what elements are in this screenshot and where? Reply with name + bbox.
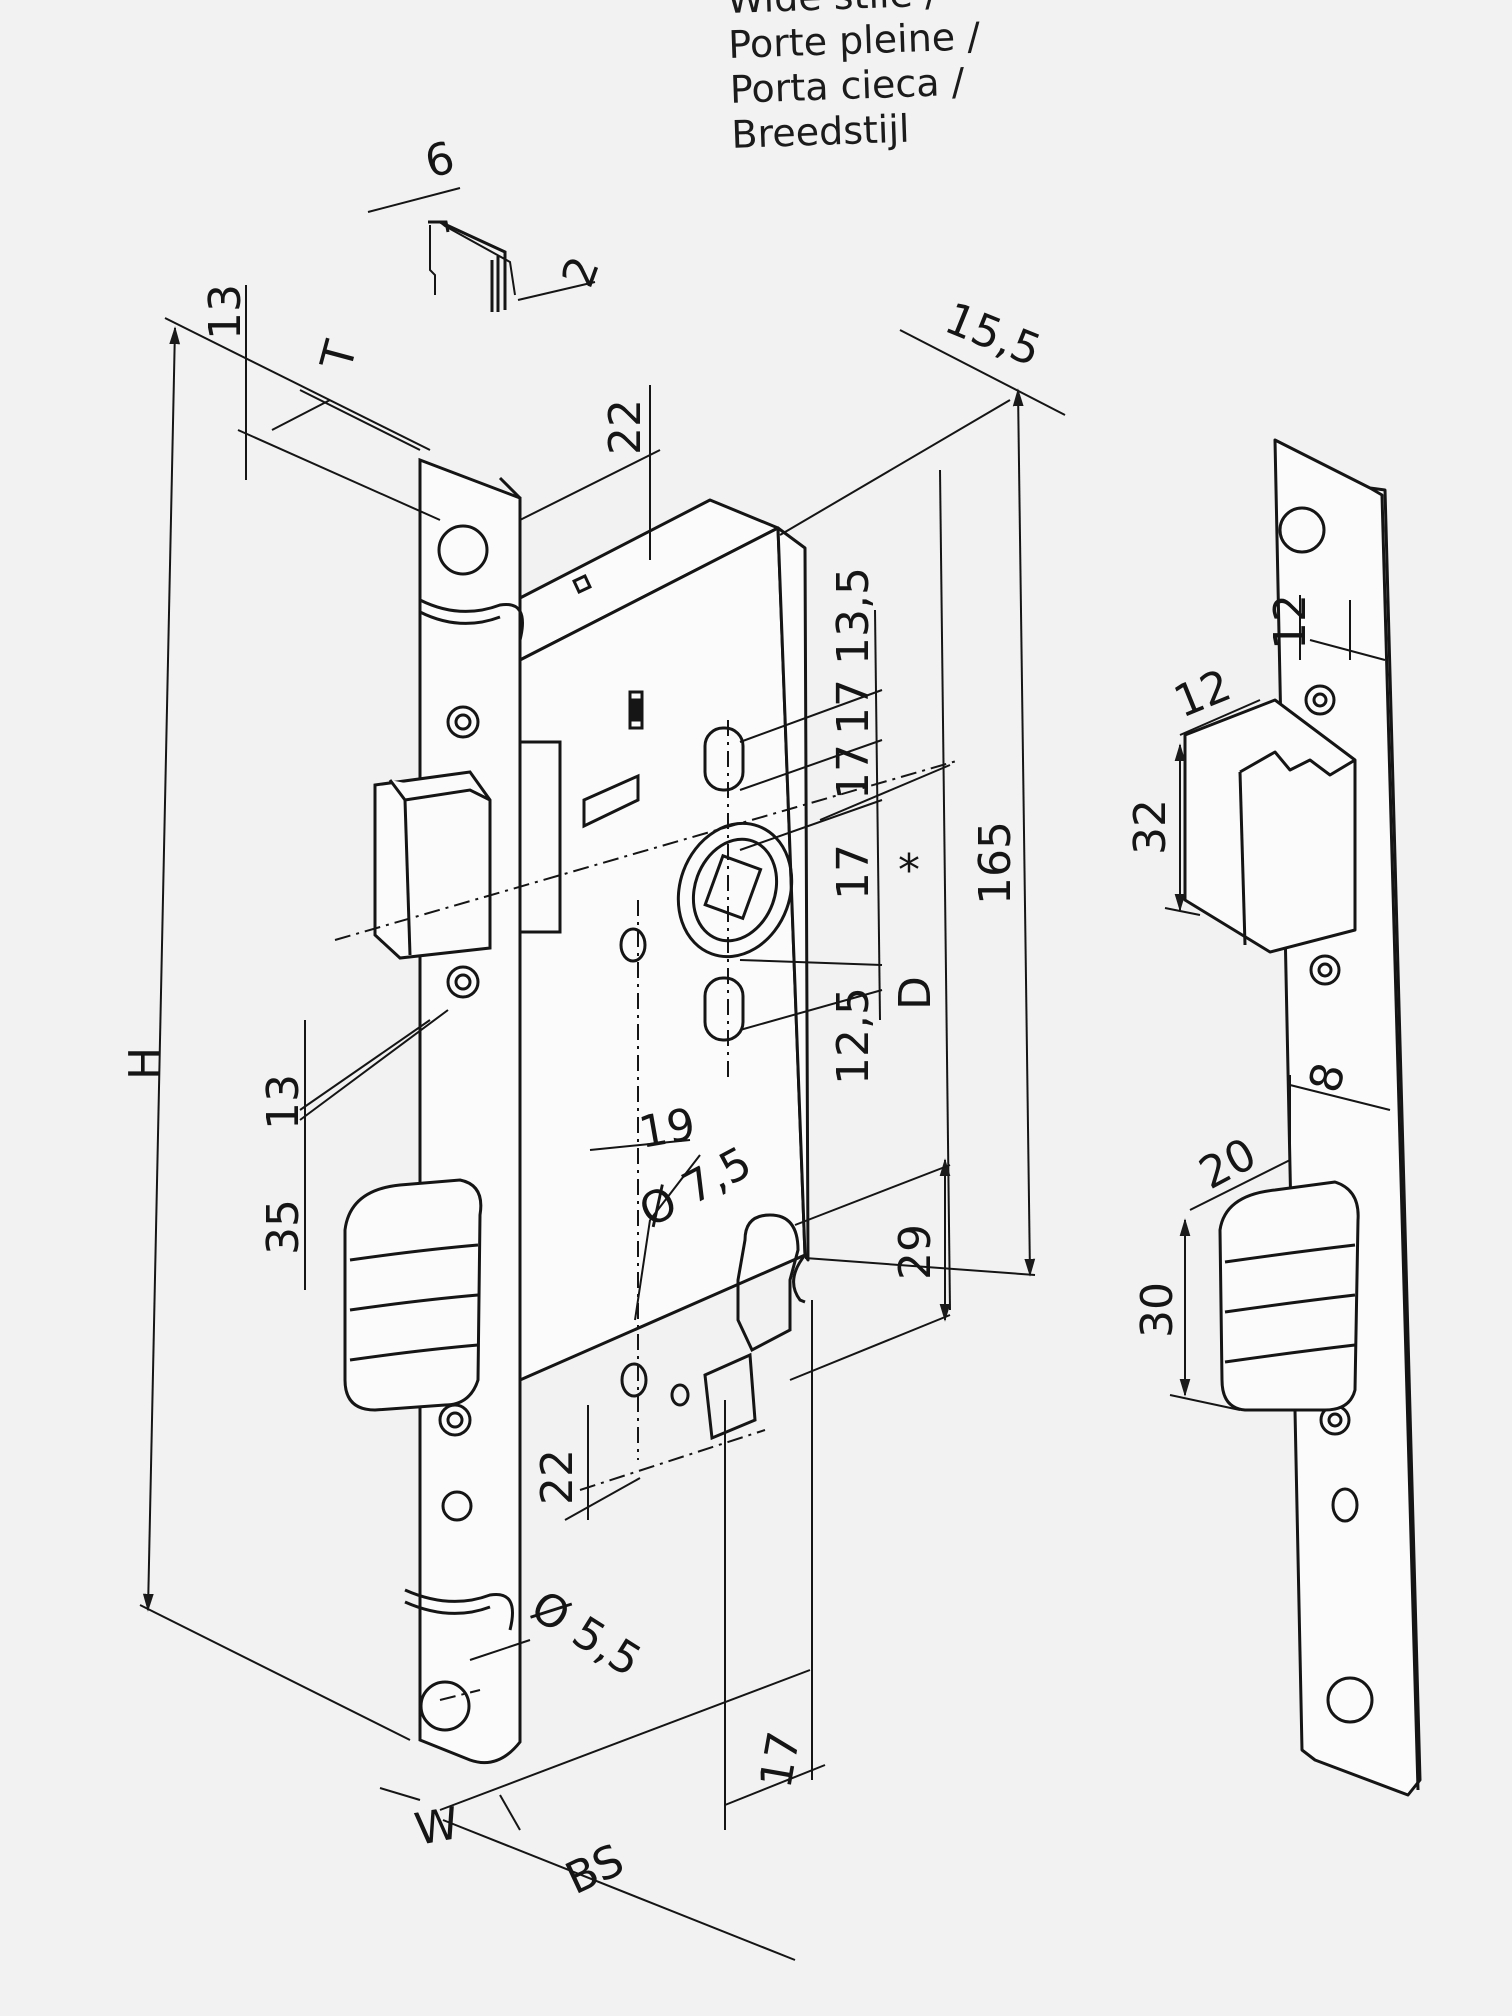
- case-slot-small: [628, 690, 644, 730]
- forend-screw-4: [441, 1490, 473, 1522]
- dim-diameter-5-5: Ø 5,5: [522, 1581, 650, 1687]
- forend-screw-bottom: [419, 1680, 471, 1732]
- dim-H: H: [120, 1047, 171, 1080]
- forend-screw-2: [446, 965, 480, 999]
- fixing-hole-lower: [620, 1362, 648, 1398]
- dim-22-bottom: 22: [532, 1449, 583, 1505]
- forend-screw-1: [446, 705, 480, 739]
- dim-asterisk: *: [898, 845, 920, 896]
- forend-screw-top: [437, 524, 489, 576]
- forend-plate: [418, 457, 522, 1765]
- case-top-slot: [572, 574, 592, 594]
- break-line-bottom: [404, 1588, 514, 1631]
- lock-case-edge: [776, 526, 810, 1262]
- center-lines: [334, 720, 961, 1701]
- slot-upper: [703, 726, 745, 792]
- strike-plate: [1183, 438, 1422, 1797]
- dim-BS: BS: [558, 1835, 632, 1905]
- slot-lower: [703, 976, 745, 1042]
- latch-bolt: [373, 770, 492, 960]
- dim-17-c: 17: [828, 844, 879, 900]
- strike-screw-bottom: [1326, 1676, 1374, 1724]
- lock-case-side-face: [518, 526, 807, 1382]
- dim-12-5: 12,5: [828, 987, 879, 1085]
- strike-screw-top: [1278, 506, 1326, 554]
- dim-2: 2: [552, 250, 610, 294]
- mortise-lock-body: [518, 498, 810, 1382]
- deadbolt: [343, 1178, 483, 1412]
- dim-13-mid: 13: [258, 1074, 309, 1130]
- follower-square: [703, 853, 763, 921]
- strike-screw-2: [1309, 954, 1341, 986]
- fixing-hole-upper: [619, 927, 647, 963]
- lock-case-details: [343, 457, 807, 1765]
- dim-W: W: [411, 1798, 463, 1856]
- strike-dimension-lines: [1164, 595, 1391, 1411]
- dim-strike-30: 30: [1132, 1282, 1183, 1338]
- case-latch-housing: [518, 740, 562, 934]
- strike-deadbolt-box: [1218, 1180, 1360, 1412]
- dim-T: T: [311, 336, 368, 376]
- dim-17-b: 17: [828, 679, 879, 735]
- cylinder-hole: [736, 1213, 800, 1353]
- break-line-top: [419, 598, 524, 641]
- follower-outer: [676, 821, 794, 959]
- forend-profile-detail: [428, 220, 507, 312]
- dim-17-bottom: 17: [751, 1728, 811, 1792]
- dim-35: 35: [258, 1199, 309, 1255]
- dim-13-top: 13: [200, 284, 251, 340]
- forend-edge: [498, 476, 522, 500]
- dim-strike-20: 20: [1191, 1128, 1264, 1199]
- dim-19: 19: [635, 1099, 699, 1159]
- dim-29: 29: [890, 1224, 941, 1280]
- dim-6: 6: [420, 132, 460, 189]
- dim-165: 165: [970, 821, 1021, 905]
- strike-screw-1: [1304, 684, 1336, 716]
- dim-15-5: 15,5: [938, 293, 1048, 377]
- dim-strike-32: 32: [1125, 799, 1176, 855]
- dim-D: D: [890, 976, 941, 1010]
- case-slot-long: [582, 773, 640, 829]
- dim-17-a: 17: [828, 744, 879, 800]
- dim-22-top: 22: [600, 399, 651, 455]
- strike-screw-4: [1331, 1487, 1359, 1523]
- dimension-lines: [139, 187, 1066, 1961]
- dim-strike-12-a: 12: [1265, 594, 1316, 650]
- cylinder-slot: [703, 1352, 757, 1441]
- dim-13-5: 13,5: [828, 567, 879, 665]
